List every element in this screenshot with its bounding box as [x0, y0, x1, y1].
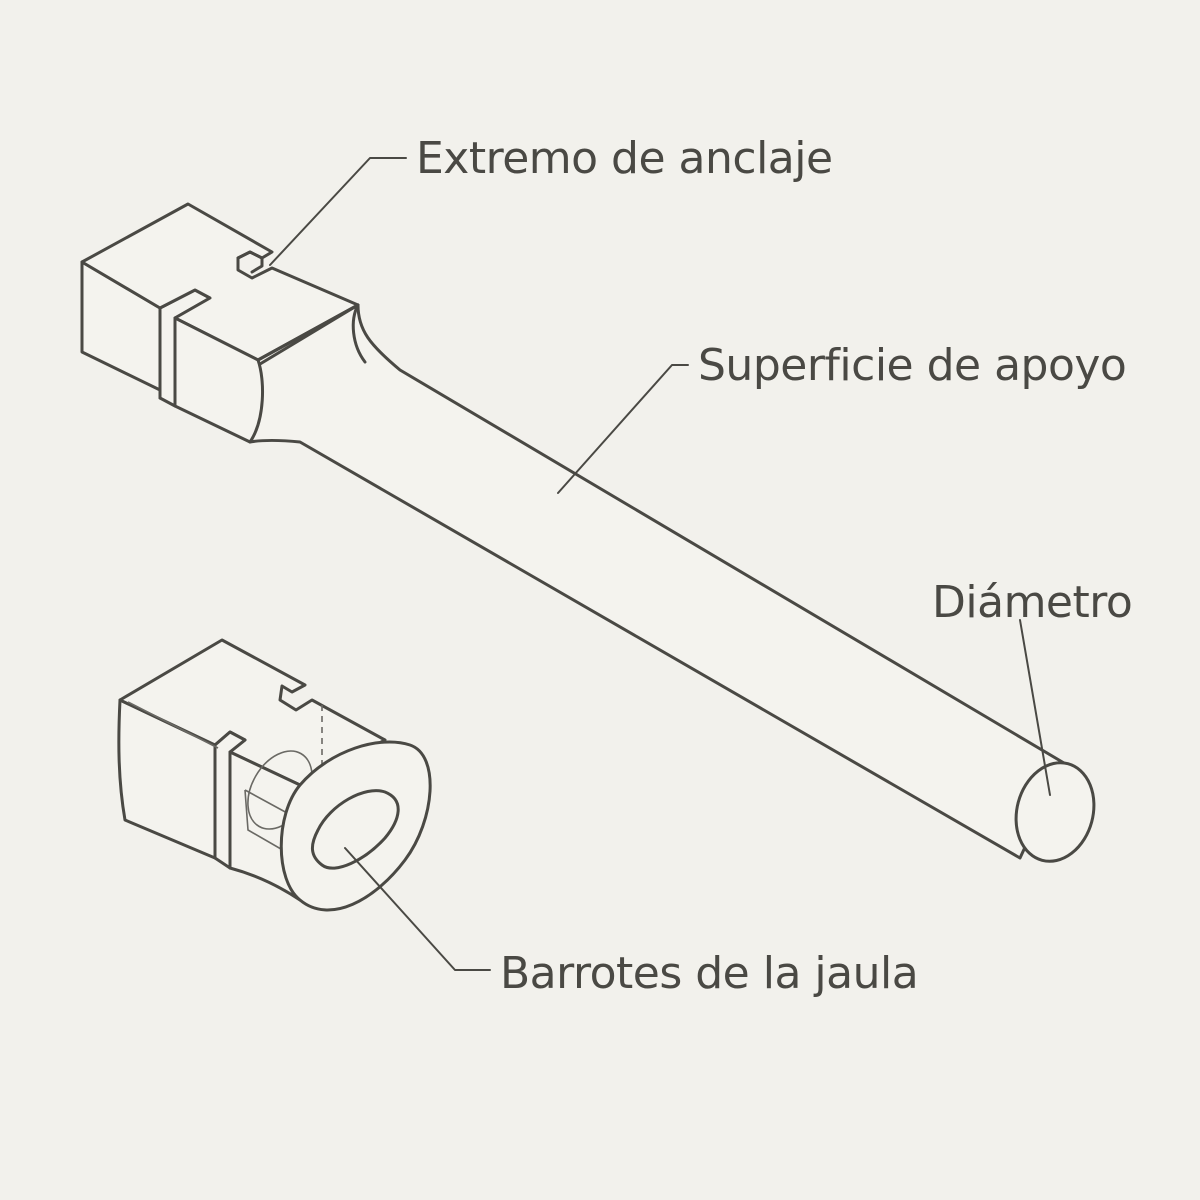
cage-hidden-line-horizontal — [127, 701, 219, 749]
anchor-block-top-face — [80, 202, 360, 362]
anchor-block-right-face — [173, 316, 265, 444]
shaft-end-face — [1014, 761, 1096, 863]
leader-cage-bars — [344, 847, 491, 971]
label-diameter: Diámetro — [932, 577, 1132, 628]
label-bearing-surface: Superficie de apoyo — [698, 340, 1126, 391]
label-anchor-end: Extremo de anclaje — [416, 133, 833, 184]
leader-bearing-surface — [557, 364, 689, 494]
cage-block-left-face — [117, 698, 217, 860]
label-cage-bars: Barrotes de la jaula — [500, 948, 918, 999]
cage-block-part — [117, 638, 432, 912]
pin-part — [80, 202, 1096, 863]
leader-diameter — [1019, 619, 1051, 796]
leader-anchor-end — [269, 157, 407, 266]
cage-bar-opening — [311, 789, 400, 870]
anchor-neck-shape — [256, 303, 367, 364]
anchor-slot-upper — [236, 250, 264, 274]
